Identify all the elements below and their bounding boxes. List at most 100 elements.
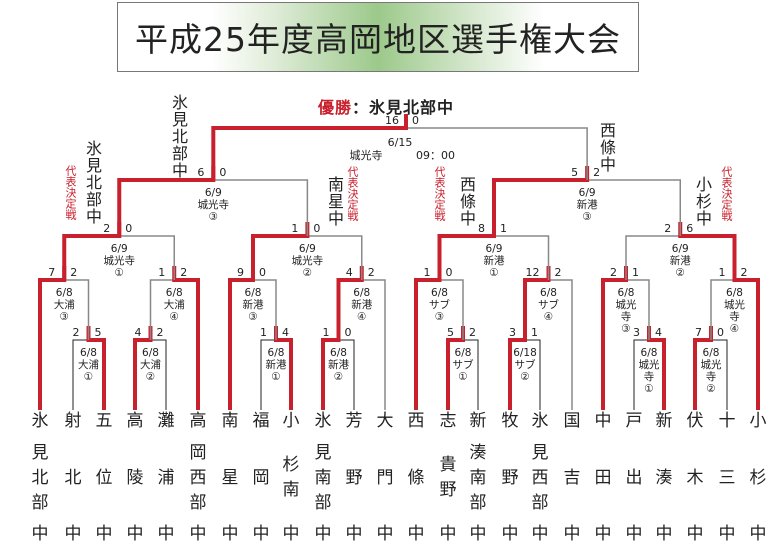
- team-name-char: 国: [563, 411, 581, 431]
- team-12: 大門中: [373, 413, 397, 543]
- match-A3-loser-line: [64, 279, 90, 340]
- match-D3-venue-2: 寺: [621, 311, 632, 323]
- match-D3-loser-line: [626, 279, 650, 340]
- representative-label-4: 代表決定戦: [720, 166, 733, 221]
- match-B1-score-right: 4: [282, 326, 289, 339]
- match-C4-venue: サブ: [538, 298, 559, 311]
- team-23: 十三中: [715, 413, 739, 543]
- team-suffix: 中: [345, 524, 363, 544]
- title-banner: 平成25年度高岡地区選手権大会: [117, 2, 639, 72]
- team-name-char: 岡: [252, 467, 270, 488]
- team-name-char: 岡: [189, 442, 207, 463]
- team-suffix: 中: [95, 524, 113, 544]
- final-venue: 城光寺: [350, 148, 383, 162]
- match-A4-score-left: 1: [158, 266, 165, 279]
- team-name-char: 條: [407, 467, 425, 488]
- match-C4-date: 6/8: [540, 287, 557, 299]
- match-A2-loser-line: [150, 339, 167, 410]
- match-F2-score-right: 6: [686, 222, 693, 235]
- team-suffix: 中: [686, 524, 704, 544]
- match-D3-date: 6/8: [618, 287, 635, 299]
- match-C1-score-left: 5: [447, 326, 454, 339]
- match-D4-score-right: 2: [741, 266, 748, 279]
- team-suffix: 中: [314, 524, 332, 544]
- page-title: 平成25年度高岡地区選手権大会: [135, 20, 621, 59]
- team-22: 伏木中: [683, 413, 707, 543]
- match-C2-venue: サブ: [515, 358, 536, 371]
- team-name-char: 戸: [625, 411, 643, 431]
- match-B2-number: ②: [334, 371, 343, 383]
- team-name-char: 北: [31, 467, 49, 488]
- match-F2-loser-line: [625, 235, 681, 280]
- match-E2-date: 6/9: [299, 243, 316, 255]
- match-E3-loser-line: [213, 179, 309, 236]
- match-C2-loser-line: [525, 339, 541, 410]
- match-B1-venue: 新港: [266, 358, 287, 371]
- team-name-char: 貴: [439, 455, 457, 475]
- match-E2-number: ②: [303, 267, 312, 279]
- team-8: 福岡中: [249, 413, 273, 543]
- match-D4-loser-line: [710, 279, 735, 340]
- team-name-char: 部: [531, 492, 549, 513]
- match-E2-score-left: 1: [291, 222, 298, 235]
- team-name-char: 大: [376, 411, 394, 431]
- match-A2-score-right: 2: [157, 326, 164, 339]
- match-A1-date: 6/8: [80, 347, 97, 359]
- team-name-char: 西: [407, 411, 425, 431]
- champion-separator: ：: [352, 98, 370, 117]
- match-A2-venue: 大浦: [140, 358, 161, 371]
- match-E3-date: 6/9: [205, 187, 222, 199]
- match-D2-score-left: 7: [695, 326, 702, 339]
- match-B3-score-left: 9: [237, 266, 244, 279]
- match-E2-loser-line: [307, 235, 363, 280]
- match-A2-date: 6/8: [142, 347, 159, 359]
- team-3: 五位中: [92, 413, 116, 543]
- match-E3-score-right: 0: [219, 166, 226, 179]
- match-B1-loser-line: [260, 339, 276, 410]
- team-name-char: 見: [31, 442, 49, 463]
- match-E3-number: ③: [209, 211, 218, 223]
- match-B2-loser-line: [338, 339, 355, 410]
- team-14: 志貴野中: [436, 413, 460, 543]
- match-C3-score-right: 0: [446, 266, 453, 279]
- team-7: 南星中: [218, 413, 242, 543]
- team-name-char: 小: [282, 411, 300, 431]
- match-C1-venue: サブ: [453, 358, 474, 371]
- match-B2-score-left: 1: [323, 326, 330, 339]
- match-C2-date: 6/18: [513, 347, 537, 359]
- team-suffix: 中: [221, 524, 239, 544]
- match-A1-loser-line: [72, 339, 89, 410]
- champion-label: 優勝：氷見北部中: [318, 94, 454, 118]
- match-D1-loser-line: [633, 339, 649, 410]
- team-name-char: 木: [686, 467, 704, 488]
- team-suffix: 中: [469, 524, 487, 544]
- match-C2-number: ②: [520, 371, 529, 383]
- team-suffix: 中: [157, 524, 175, 544]
- match-E1-venue: 城光寺: [104, 254, 136, 267]
- team-name-char: 杉: [749, 467, 767, 488]
- match-D1-venue-2: 寺: [644, 371, 655, 383]
- match-B3-score-right: 0: [259, 266, 266, 279]
- team-name-char: 伏: [686, 411, 704, 431]
- match-A1-score-left: 2: [73, 326, 80, 339]
- match-B3-loser-line: [253, 279, 277, 340]
- match-A4-score-right: 2: [180, 266, 187, 279]
- match-D1-score-left: 3: [633, 326, 640, 339]
- final-score-left: 16: [385, 114, 399, 127]
- team-name-char: 野: [439, 480, 457, 500]
- match-D2-score-right: 0: [717, 326, 724, 339]
- team-name-char: 南: [221, 411, 239, 431]
- final-score-right: 0: [412, 114, 419, 127]
- match-B1-number: ①: [271, 371, 280, 383]
- team-name-char: 湊: [655, 467, 673, 488]
- match-A2-score-left: 4: [135, 326, 142, 339]
- team-name-char: 南: [282, 480, 300, 500]
- team-name-char: 射: [64, 411, 82, 431]
- team-5: 灘浦中: [154, 413, 178, 543]
- team-15: 新湊南部中: [466, 413, 490, 543]
- match-F2-venue: 新港: [670, 254, 691, 267]
- team-17: 氷見西部中: [528, 413, 552, 543]
- match-D2-venue: 城光: [701, 358, 722, 371]
- match-C1-number: ①: [458, 371, 467, 383]
- match-E2-score-right: 0: [313, 222, 320, 235]
